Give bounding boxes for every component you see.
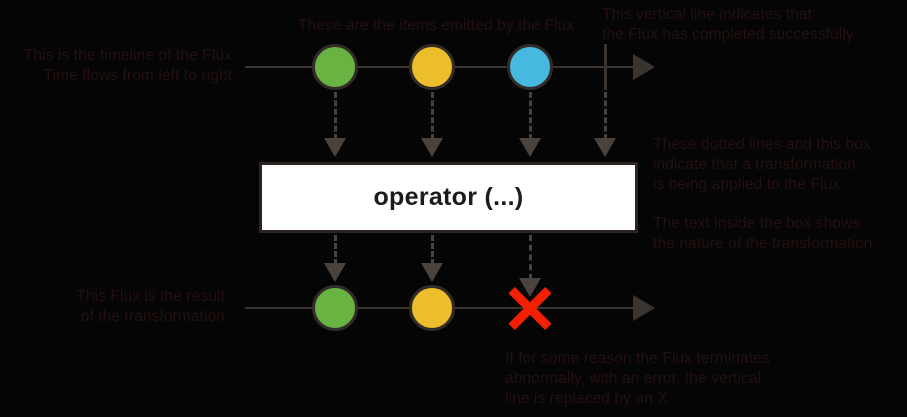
- operator-label: operator (...): [373, 183, 524, 211]
- dashed-connector-green-in: [334, 92, 337, 140]
- annotation-completion-line: This vertical line indicates that the Fl…: [602, 6, 854, 43]
- source-timeline-arrowhead: [633, 54, 655, 80]
- result-timeline-arrowhead: [633, 295, 655, 321]
- dashed-connector-complete-in: [604, 92, 607, 140]
- annotation-error-note: If for some reason the Flux terminates a…: [505, 350, 770, 407]
- result-marble-yellow: [409, 285, 455, 331]
- annotation-transformation: These dotted lines and this box indicate…: [653, 136, 871, 193]
- dashed-connector-green-out: [334, 235, 337, 265]
- annotation-items-emitted: These are the items emitted by the Flux: [297, 17, 575, 34]
- dashed-arrowhead-complete-in: [594, 138, 616, 157]
- annotation-source-timeline: This is the timeline of the Flux Time fl…: [23, 47, 232, 84]
- dashed-arrowhead-green-in: [324, 138, 346, 157]
- dashed-connector-yellow-in: [431, 92, 434, 140]
- dashed-connector-error-out: [529, 235, 532, 280]
- dashed-arrowhead-yellow-in: [421, 138, 443, 157]
- annotation-result-timeline: This Flux is the result of the transform…: [76, 288, 225, 325]
- dashed-connector-blue-in: [529, 92, 532, 140]
- result-marble-green: [312, 285, 358, 331]
- annotation-box-text-meaning: The text inside the box shows the nature…: [653, 215, 873, 252]
- error-marker-x: [504, 282, 556, 334]
- dashed-arrowhead-blue-in: [519, 138, 541, 157]
- source-marble-green: [312, 44, 358, 90]
- dashed-arrowhead-error-out: [519, 278, 541, 297]
- completion-marker-line: [604, 44, 607, 90]
- dashed-arrowhead-yellow-out: [421, 263, 443, 282]
- source-marble-yellow: [409, 44, 455, 90]
- operator-box[interactable]: operator (...): [259, 162, 638, 233]
- source-marble-blue: [507, 44, 553, 90]
- dashed-connector-yellow-out: [431, 235, 434, 265]
- dashed-arrowhead-green-out: [324, 263, 346, 282]
